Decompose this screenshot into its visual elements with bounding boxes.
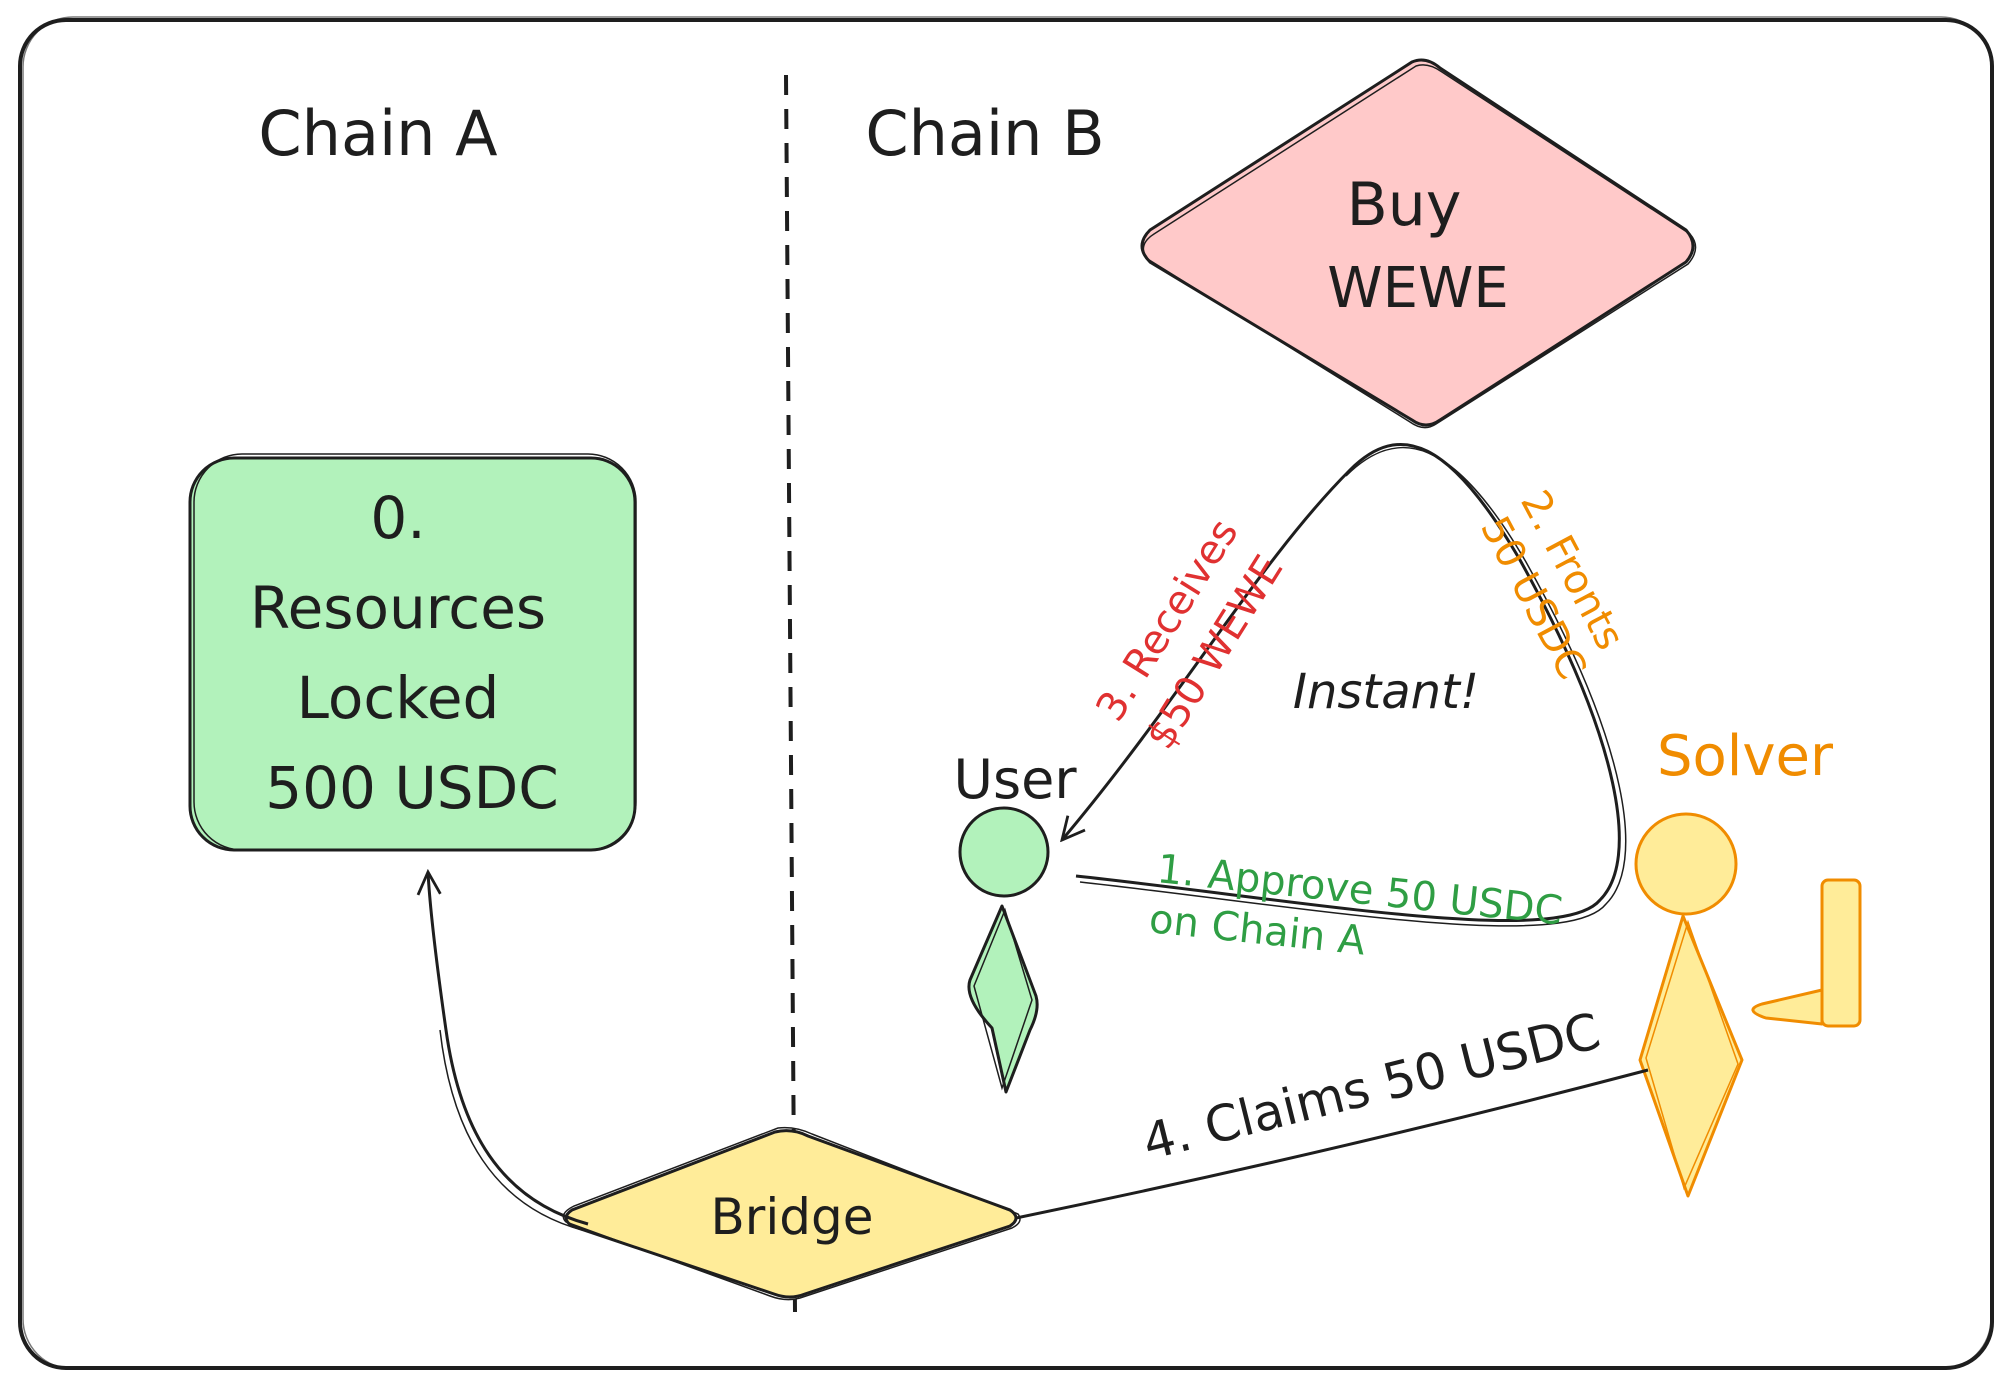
bridge-diamond: [564, 1129, 1018, 1299]
approve-fronts-loop: [1062, 443, 1621, 922]
solver-label: Solver: [1657, 724, 1834, 789]
user-body: [967, 904, 1039, 1094]
resources-label-line4: 500 USDC: [265, 754, 559, 822]
approve-fronts-loop-sketch: [1079, 446, 1627, 927]
solver-hand: [1751, 988, 1824, 1026]
bridge-to-resources-arrow: [428, 872, 589, 1226]
user-body-sketch: [973, 907, 1033, 1091]
resources-locked-box-sketch: [193, 453, 637, 851]
user-label: User: [953, 748, 1077, 811]
resources-label-line3: Locked: [297, 664, 500, 732]
user-head: [958, 806, 1050, 898]
buy-wewe-diamond-sketch: [1142, 64, 1697, 429]
chain-divider: [784, 74, 797, 1313]
bridge-to-resources-arrow-sketch: [439, 1029, 583, 1231]
resources-label-line2: Resources: [250, 574, 546, 642]
buy-wewe-node: Buy WEWE: [1140, 58, 1697, 429]
bridge-label: Bridge: [711, 1188, 874, 1246]
buy-wewe-label-line1: Buy: [1347, 170, 1462, 240]
solver-arm: [1820, 878, 1862, 1028]
resources-label-line1: 0.: [370, 484, 425, 552]
buy-wewe-label-line2: WEWE: [1327, 256, 1509, 321]
chain-b-heading: Chain B: [865, 97, 1104, 170]
solver-figure: Solver: [1634, 724, 1862, 1198]
chain-a-heading: Chain A: [258, 97, 497, 170]
solver-body-sketch: [1645, 919, 1739, 1191]
solver-to-bridge-line: [1015, 1068, 1649, 1220]
solver-head: [1634, 812, 1738, 916]
instant-label: Instant!: [1293, 664, 1479, 720]
resources-locked-node: 0. Resources Locked 500 USDC: [188, 453, 637, 852]
user-figure: User: [953, 748, 1077, 1094]
diagram-frame-sketch: [22, 16, 1992, 1370]
